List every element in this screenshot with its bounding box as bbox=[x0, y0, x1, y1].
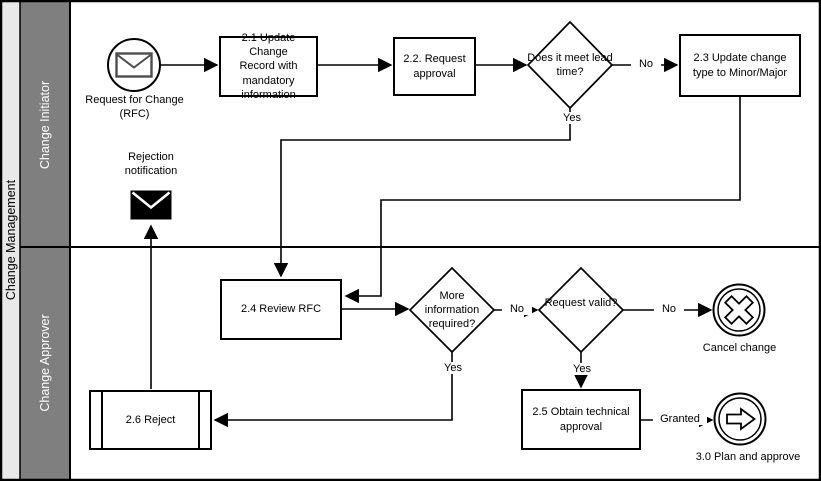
plan-and-approve-end-event[interactable] bbox=[713, 392, 767, 446]
cancel-event-label: Cancel change bbox=[702, 342, 777, 354]
flow-more-info-yes-to-2-6 bbox=[213, 352, 453, 428]
start-event-request-for-change[interactable] bbox=[107, 38, 161, 92]
gateway-more-info[interactable] bbox=[408, 266, 496, 354]
edge-label-more-info-no: No bbox=[502, 303, 532, 316]
lane-label-change-initiator: Change Initiator bbox=[38, 80, 52, 170]
gateway-lead-time[interactable] bbox=[526, 20, 614, 110]
gateway-request-valid-label: Request valid? bbox=[544, 297, 618, 309]
flow-2-3-to-2-4 bbox=[344, 96, 741, 304]
lane-band-change-initiator bbox=[20, 2, 70, 247]
edge-label-request-valid-yes: Yes bbox=[566, 363, 598, 376]
pool-band bbox=[2, 2, 20, 479]
rejection-notification-label: Rejection notification bbox=[124, 151, 178, 177]
lane-label-change-approver: Change Approver bbox=[38, 314, 52, 412]
edge-label-lead-time-no: No bbox=[631, 58, 661, 71]
task-2-6-reject[interactable]: 2.6 Reject bbox=[89, 390, 212, 450]
task-boundary-line-left bbox=[101, 392, 103, 448]
x-cross-icon bbox=[723, 294, 755, 326]
task-2-1-update-change-record[interactable]: 2.1 Update Change Record with mandatory … bbox=[219, 32, 318, 101]
start-event-label: Request for Change (RFC) bbox=[85, 94, 184, 120]
gateway-lead-time-label: Does it meet lead time? bbox=[527, 52, 613, 78]
pool-label: Change Management bbox=[4, 179, 18, 301]
gateway-more-info-label: More information required? bbox=[424, 290, 480, 330]
edge-label-lead-time-yes: Yes bbox=[556, 112, 588, 125]
task-2-4-review-rfc[interactable]: 2.4 Review RFC bbox=[220, 279, 342, 340]
arrow-right-icon bbox=[726, 407, 757, 431]
flow-lead-time-yes-to-2-4 bbox=[273, 108, 571, 278]
envelope-icon bbox=[130, 190, 172, 220]
cancel-end-event[interactable] bbox=[712, 283, 766, 337]
rejection-notification-event[interactable] bbox=[130, 190, 172, 220]
edge-label-granted: Granted bbox=[653, 413, 707, 426]
task-2-5-obtain-technical-approval[interactable]: 2.5 Obtain technical approval bbox=[521, 389, 641, 450]
edge-label-more-info-yes: Yes bbox=[437, 362, 469, 375]
envelope-icon bbox=[115, 52, 153, 78]
task-2-2-request-approval[interactable]: 2.2. Request approval bbox=[393, 37, 476, 96]
task-2-3-update-change-type[interactable]: 2.3 Update change type to Minor/Major bbox=[679, 34, 801, 97]
gateway-request-valid[interactable] bbox=[537, 266, 625, 354]
end-event-label: 3.0 Plan and approve bbox=[695, 451, 801, 463]
edge-label-request-valid-no: No bbox=[654, 303, 684, 316]
lane-band-change-approver bbox=[20, 247, 70, 479]
task-2-6-label: 2.6 Reject bbox=[125, 413, 176, 426]
task-boundary-line-right bbox=[198, 392, 200, 448]
sequence-flows bbox=[143, 57, 741, 428]
